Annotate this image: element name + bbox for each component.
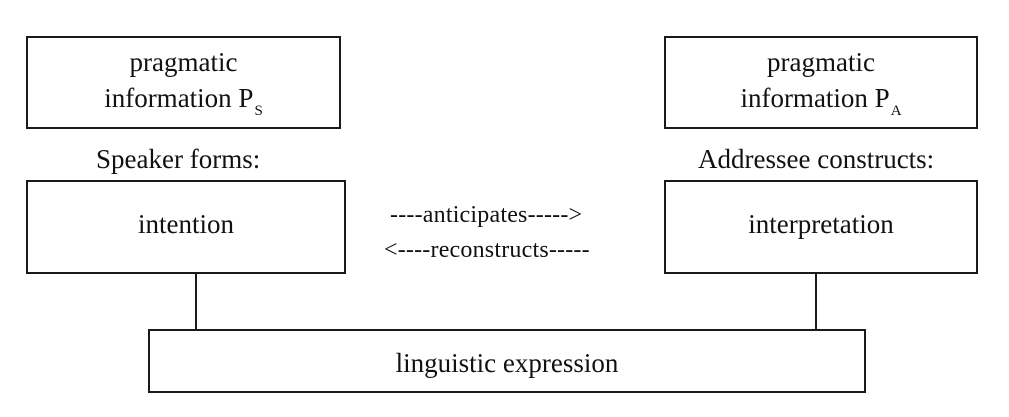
speaker-subscript: S	[254, 103, 263, 119]
speaker-pragmatic-text: information P	[104, 83, 254, 113]
linguistic-expression-box: linguistic expression	[148, 329, 866, 393]
addressee-pragmatic-line2: information PA	[740, 80, 901, 121]
addressee-pragmatic-text: information P	[740, 83, 890, 113]
intention-box: intention	[26, 180, 346, 274]
speaker-pragmatic-line2: information PS	[104, 80, 263, 121]
linguistic-expression-label: linguistic expression	[395, 348, 619, 378]
addressee-caption: Addressee constructs:	[698, 144, 935, 174]
speaker-pragmatic-line1: pragmatic	[129, 47, 238, 77]
interpretation-box: interpretation	[664, 180, 978, 274]
reconstructs-arrow: <----reconstructs-----	[384, 237, 590, 263]
addressee-pragmatic-info-box: pragmatic information PA	[664, 36, 978, 129]
speaker-caption: Speaker forms:	[96, 144, 261, 174]
intention-label: intention	[138, 209, 234, 239]
addressee-pragmatic-line1: pragmatic	[767, 47, 875, 77]
speaker-pragmatic-info-box: pragmatic information PS	[26, 36, 341, 129]
anticipates-arrow: ----anticipates----->	[390, 202, 583, 228]
interpretation-label: interpretation	[748, 209, 894, 239]
addressee-subscript: A	[890, 103, 902, 119]
